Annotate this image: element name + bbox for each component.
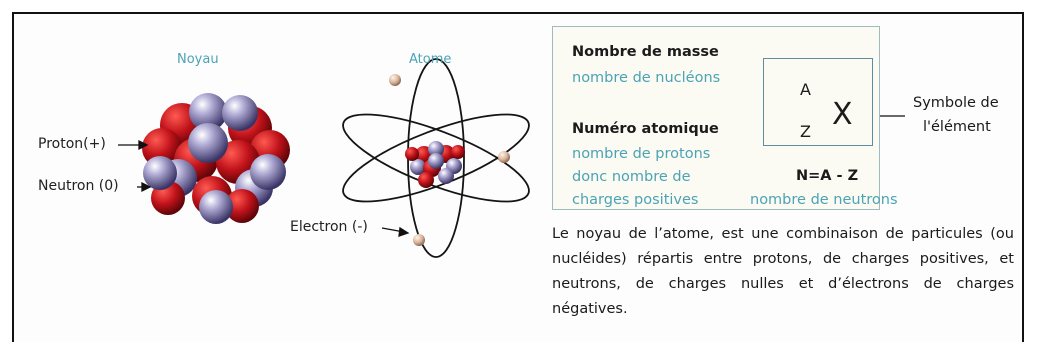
atomic-number-title: Numéro atomique <box>572 121 719 137</box>
atomic-notation-panel <box>552 26 880 210</box>
electron-pointer <box>381 226 410 237</box>
nucleus-cluster <box>142 93 290 224</box>
mass-number-title: Nombre de masse <box>572 44 719 60</box>
symbol-a: A <box>800 80 811 99</box>
element-symbol-box <box>763 58 873 146</box>
mass-number-subtitle: nombre de nucléons <box>572 70 721 86</box>
electron-label: Electron (-) <box>290 219 368 235</box>
description-text: Le noyau de l’atome, est une combinaison… <box>552 226 1014 317</box>
electrons <box>389 74 510 246</box>
symbol-x: X <box>832 97 853 132</box>
neutron-sphere <box>199 190 233 224</box>
neutron-sphere <box>222 95 258 131</box>
atomic-number-subtitle-1: nombre de protons <box>572 146 711 162</box>
atomic-number-subtitle-3: charges positives <box>572 192 699 208</box>
atom-nucleus <box>405 141 465 188</box>
symbol-label-line2: l'élément <box>923 119 991 135</box>
nucleus-caption: Noyau <box>177 52 219 67</box>
neutron-sphere <box>250 154 286 190</box>
neutron-formula-subtitle: nombre de neutrons <box>750 192 898 208</box>
neutron-label: Neutron (0) <box>38 178 119 194</box>
electron-sphere <box>413 234 425 246</box>
neutron-sphere <box>189 93 227 131</box>
proton-sphere <box>225 189 259 223</box>
neutron-formula: N=A - Z <box>796 168 859 184</box>
symbol-z: Z <box>800 122 811 141</box>
electron-sphere <box>389 74 401 86</box>
electron-sphere <box>498 151 510 163</box>
atom-caption: Atome <box>409 52 452 67</box>
proton-label: Proton(+) <box>38 136 106 152</box>
atomic-number-subtitle-2: donc nombre de <box>572 169 691 185</box>
nucleus-pointers <box>118 139 152 193</box>
neutron-sphere <box>188 123 228 163</box>
neutron-sphere <box>143 156 177 190</box>
symbol-label-line1: Symbole de <box>913 95 999 111</box>
